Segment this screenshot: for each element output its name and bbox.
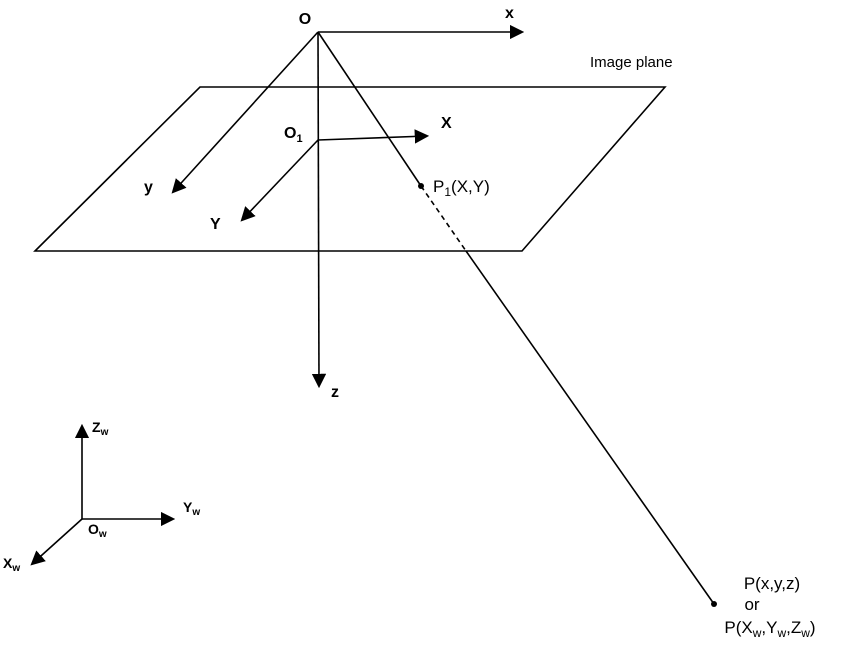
world-x-axis-label: Xw (3, 555, 20, 574)
projection-ray-dashed (420, 185, 467, 252)
world-x-axis (30, 518, 83, 566)
world-origin-main: O (88, 521, 99, 537)
camera-z-axis (311, 31, 327, 389)
image-y-axis-label: Y (210, 216, 221, 233)
world-z-main: Z (92, 419, 101, 435)
p-label-line2: or (744, 595, 759, 614)
projection-ray-upper (317, 31, 422, 187)
image-origin-sub: 1 (296, 133, 302, 145)
p1-label: P1(X,Y) (433, 177, 490, 199)
p-label-line3-part: ,Y (761, 618, 777, 637)
world-x-sub: w (11, 563, 20, 574)
p-label-line3-sub: w (752, 626, 762, 640)
p-label-line3-part: ,Z (786, 618, 801, 637)
p-label-line3: P(Xw,Yw,Zw) (724, 618, 815, 640)
world-y-sub: w (191, 507, 200, 518)
world-origin-label: Ow (88, 521, 107, 540)
image-plane-outline (33, 86, 667, 252)
camera-y-axis-label: y (144, 179, 153, 196)
p-label-line3-sub: w (800, 626, 810, 640)
camera-origin-label: O (299, 11, 311, 28)
world-z-sub: w (100, 427, 109, 438)
image-origin-main: O (284, 125, 296, 142)
p-label-line3-part: ) (810, 618, 816, 637)
projection-ray-lower (465, 250, 715, 605)
camera-x-axis-label: x (505, 5, 514, 22)
image-x-axis (317, 129, 430, 144)
image-x-axis-label: X (441, 115, 452, 132)
world-y-main: Y (183, 499, 193, 515)
p-label-line1: P(x,y,z) (744, 574, 800, 593)
world-z-axis-label: Zw (92, 419, 109, 438)
p-label-line3-part: P(X (724, 618, 752, 637)
camera-z-axis-label: z (331, 384, 339, 401)
image-y-axis (240, 139, 319, 222)
world-x-main: X (3, 555, 13, 571)
world-y-axis-label: Yw (183, 499, 200, 518)
image-origin-label: O1 (284, 125, 303, 145)
p-label-line3-sub: w (776, 626, 786, 640)
image-plane-label: Image plane (590, 54, 673, 71)
p1-label-args: (X,Y) (451, 177, 490, 196)
point-p (711, 601, 717, 607)
point-p1 (418, 183, 424, 189)
camera-y-axis (171, 31, 319, 194)
p1-label-sub: 1 (444, 185, 451, 199)
p1-label-main: P (433, 177, 444, 196)
world-origin-sub: w (98, 529, 107, 540)
